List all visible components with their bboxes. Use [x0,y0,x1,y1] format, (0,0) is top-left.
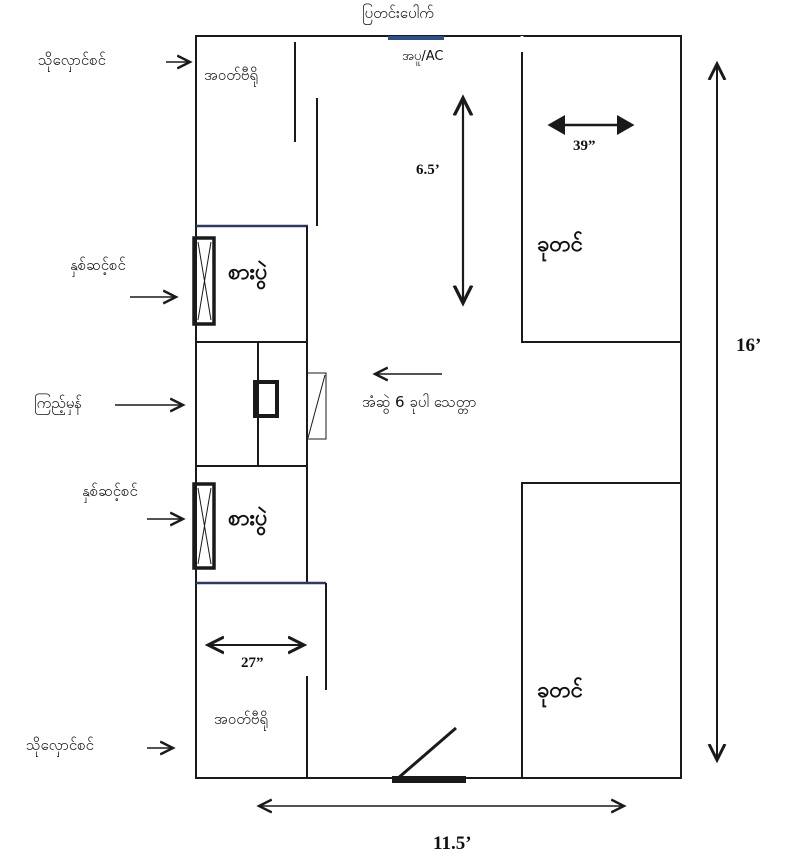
door-leaf [396,726,457,781]
aisle-length-dimension: 6.5’ [416,162,440,178]
tv-chest [306,372,327,440]
shelf-top [192,236,216,326]
room-width-dimension: 11.5’ [433,833,472,854]
wardrobe-label-bottom: အဝတ်ဗီရို [214,710,268,728]
two-tier-shelf-label-top: နှစ်ဆင့်စင် [70,256,126,274]
closet-width-dimension: 27” [241,655,264,671]
ac-label: အပူ/AC [402,49,444,64]
door-threshold [392,776,466,783]
room-length-dimension: 16’ [736,335,762,356]
window-label: ပြတင်းပေါက် [362,4,434,22]
bed-width-dimension: 39” [573,138,596,154]
bed-label-top: ခုတင် [537,232,583,257]
storage-shelf-label-top: သိုလှောင်စင် [38,51,106,69]
table-label-bottom: စားပွဲ [228,506,268,531]
mirror-label: ကြည့်မှန် [34,394,83,412]
drawer-chest-label: အံဆွဲ 6 ခုပါ သေတ္တာ [362,393,477,411]
bed-label-bottom: ခုတင် [537,678,583,703]
two-tier-shelf-label-bottom: နှစ်ဆင့်စင် [82,482,138,500]
shelf-bottom [192,482,216,570]
bed-bottom [521,482,682,779]
storage-shelf-label-bottom: သိုလှောင်စင် [26,736,94,754]
wardrobe-label-top: အဝတ်ဗီရို [204,66,258,84]
table-label-top: စားပွဲ [228,260,268,285]
bed-top [521,35,682,343]
mirror [253,380,279,418]
